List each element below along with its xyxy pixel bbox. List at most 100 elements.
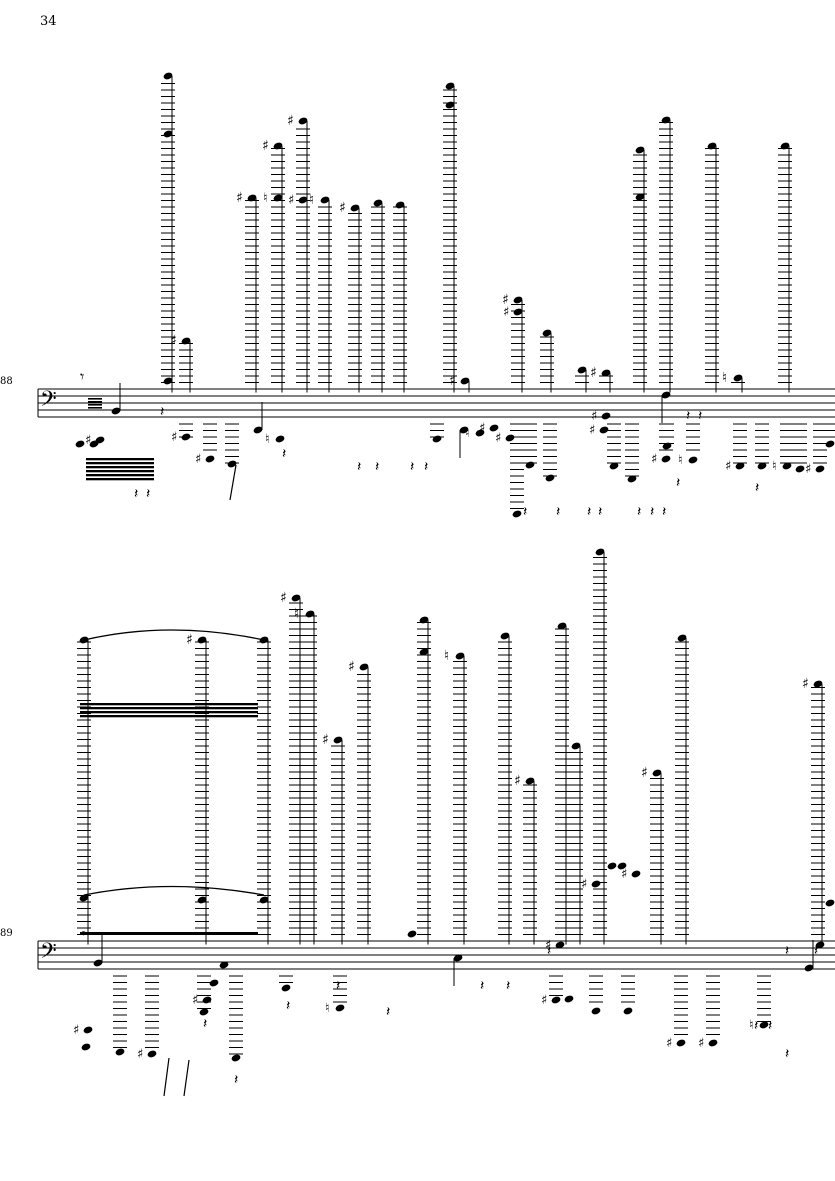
svg-text:𝄢: 𝄢: [40, 387, 57, 417]
note-head: [780, 142, 790, 150]
natural-icon: ♮: [678, 453, 683, 468]
sharp-icon: ♯: [137, 1047, 143, 1062]
sharp-icon: ♯: [186, 632, 193, 648]
note-head: [219, 961, 229, 969]
note-head: [804, 964, 814, 972]
sharp-icon: ♯: [502, 292, 509, 308]
note-head: [599, 426, 609, 434]
note-head: [445, 101, 455, 109]
sharp-icon: ♯: [589, 423, 595, 438]
note-head: [545, 474, 555, 482]
beam: [80, 932, 258, 935]
note-head: [595, 548, 605, 556]
note-head: [291, 594, 301, 602]
rest-icon: 𝄽: [336, 978, 340, 994]
natural-icon: ♮: [309, 192, 314, 208]
natural-icon: ♮: [722, 370, 727, 386]
note-head: [93, 959, 103, 967]
note-head: [815, 941, 825, 949]
note-head: [79, 636, 89, 644]
note-head: [163, 130, 173, 138]
beam: [86, 474, 154, 477]
beam: [80, 711, 258, 714]
page-number: 34: [40, 14, 57, 29]
note-head: [197, 896, 207, 904]
sharp-icon: ♯: [590, 365, 597, 381]
note-head: [205, 455, 215, 463]
sharp-icon: ♯: [262, 138, 269, 154]
note-head: [298, 196, 308, 204]
note-head: [95, 436, 105, 444]
note-head: [782, 462, 792, 470]
sharp-icon: ♯: [287, 113, 294, 129]
note-head: [273, 142, 283, 150]
rest-icon: 𝄽: [160, 404, 164, 420]
grace-slash: [229, 464, 237, 501]
note-head: [707, 142, 717, 150]
note-head: [163, 72, 173, 80]
note-head: [83, 1026, 93, 1034]
grace-slash: [163, 1057, 170, 1097]
natural-icon: ♮: [465, 426, 470, 441]
sharp-icon: ♯: [348, 659, 355, 675]
rest-icon: 𝄽: [410, 459, 414, 475]
note-head: [419, 616, 429, 624]
note-head: [253, 426, 263, 434]
note-head: [81, 1043, 91, 1051]
sharp-icon: ♯: [621, 867, 627, 882]
note-head: [661, 391, 671, 399]
beam: [80, 707, 258, 710]
rest-icon: 𝄽: [547, 943, 551, 959]
note-head: [557, 622, 567, 630]
sharp-icon: ♯: [725, 459, 731, 474]
note-head: [733, 374, 743, 382]
staff-system-88: [37, 388, 835, 418]
note-head: [759, 1021, 769, 1029]
note-head: [591, 1007, 601, 1015]
rest-icon: 𝄽: [234, 1072, 238, 1088]
rest-icon: 𝄽: [134, 486, 138, 502]
beam: [80, 703, 258, 706]
natural-icon: ♮: [294, 606, 299, 622]
note-head: [202, 996, 212, 1004]
sharp-icon: ♯: [802, 676, 809, 692]
note-head: [813, 680, 823, 688]
note-head: [525, 777, 535, 785]
rest-icon: 𝄽: [686, 408, 690, 424]
note-head: [459, 426, 469, 434]
beam: [86, 470, 154, 473]
grace-slash: [183, 1059, 190, 1097]
sharp-icon: ♯: [641, 765, 648, 781]
note-head: [432, 435, 442, 443]
note-head: [460, 377, 470, 385]
rest-icon: 𝄽: [662, 504, 666, 520]
natural-icon: ♮: [265, 432, 270, 447]
note-head: [247, 194, 257, 202]
note-head: [571, 742, 581, 750]
beam: [86, 478, 154, 481]
note-head: [115, 1048, 125, 1056]
rest-icon: 𝄽: [598, 504, 602, 520]
note-head: [75, 440, 85, 448]
beam: [86, 466, 154, 469]
sharp-icon: ♯: [288, 193, 294, 208]
rest-icon: 𝄽: [375, 459, 379, 475]
note-head: [631, 870, 641, 878]
note-head: [577, 366, 587, 374]
rest-icon: 𝄽: [480, 978, 484, 994]
rest-icon: 𝄽: [698, 408, 702, 424]
eighth-rest-icon: 𝄾: [80, 367, 84, 386]
rest-icon: 𝄽: [506, 978, 510, 994]
note-head: [359, 663, 369, 671]
rest-icon: 𝄽: [146, 486, 150, 502]
note-head: [607, 862, 617, 870]
note-head: [512, 510, 522, 518]
note-head: [275, 435, 285, 443]
note-head: [407, 930, 417, 938]
rest-icon: 𝄽: [768, 1018, 772, 1034]
beam: [88, 401, 102, 403]
rest-icon: 𝄽: [814, 943, 818, 959]
note-head: [79, 894, 89, 902]
beam: [80, 715, 258, 718]
